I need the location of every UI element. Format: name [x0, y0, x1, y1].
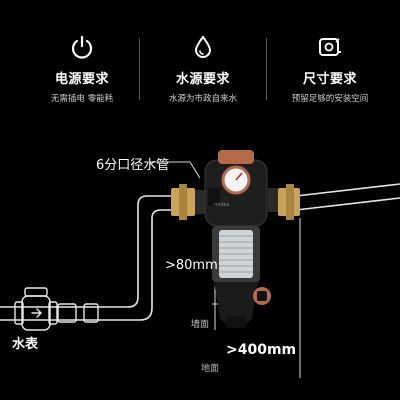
filter-head [204, 150, 268, 227]
water-meter [14, 287, 99, 331]
brand-logo: midea [214, 202, 230, 208]
outlet-fitting [268, 184, 300, 220]
inlet-fitting [171, 184, 205, 220]
size-requirement: 尺寸要求 预留足够的安装空间 [270, 34, 390, 104]
water-drop-icon [194, 35, 212, 58]
water-requirement-sub: 水源为市政自来水 [168, 94, 237, 104]
water-meter-label: 水表 [12, 337, 39, 352]
power-requirement-title: 电源要求 [54, 72, 109, 87]
divider [139, 38, 140, 100]
water-pipe [0, 183, 400, 321]
size-requirement-sub: 预留足够的安装空间 [291, 94, 369, 104]
floor-clearance-label: >400mm [226, 342, 297, 358]
water-requirement-title: 水源要求 [175, 72, 230, 87]
divider [266, 38, 267, 100]
filter-bowl [212, 226, 260, 282]
tape-measure-icon [319, 38, 341, 56]
pipe-size-label: 6分口径水管 [96, 158, 170, 173]
water-requirement: 水源要求 水源为市政自来水 [143, 34, 263, 104]
power-requirement: 电源要求 无需插电 零能耗 [22, 34, 142, 104]
power-requirement-sub: 无需插电 零能耗 [50, 94, 114, 104]
wall-clearance-label: >80mm [165, 258, 218, 273]
leader-line [189, 161, 201, 179]
drain-valve [214, 282, 271, 328]
wall-label: 墙面 [191, 320, 210, 330]
size-requirement-title: 尺寸要求 [302, 72, 357, 87]
floor-label: 地面 [201, 364, 220, 374]
power-icon [71, 35, 93, 59]
